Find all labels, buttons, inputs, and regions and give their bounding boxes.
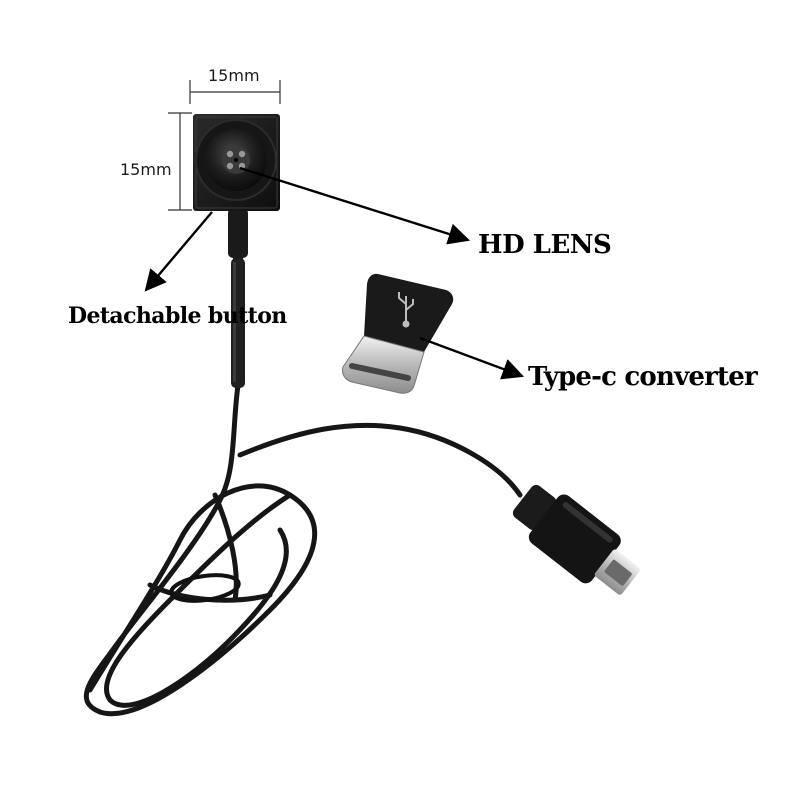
converter-callout-label: Type-c converter <box>528 362 758 392</box>
width-dimension-line <box>189 80 281 104</box>
lens-callout-arrow <box>239 166 471 245</box>
cable <box>83 382 523 717</box>
button-callout-label: Detachable button <box>68 303 287 329</box>
lens-callout-label: HD LENS <box>478 230 612 260</box>
height-dimension-line <box>168 112 192 211</box>
button-callout-arrow <box>144 211 213 292</box>
cable-tie <box>169 573 241 603</box>
type-c-converter <box>342 273 454 394</box>
width-dimension-label: 15mm <box>208 66 260 85</box>
height-dimension-label: 15mm <box>120 160 172 179</box>
micro-usb-plug <box>512 484 641 595</box>
converter-callout-arrow <box>419 336 525 380</box>
camera-cable <box>228 208 248 388</box>
usb-icon <box>398 292 414 328</box>
camera-module <box>193 114 280 211</box>
